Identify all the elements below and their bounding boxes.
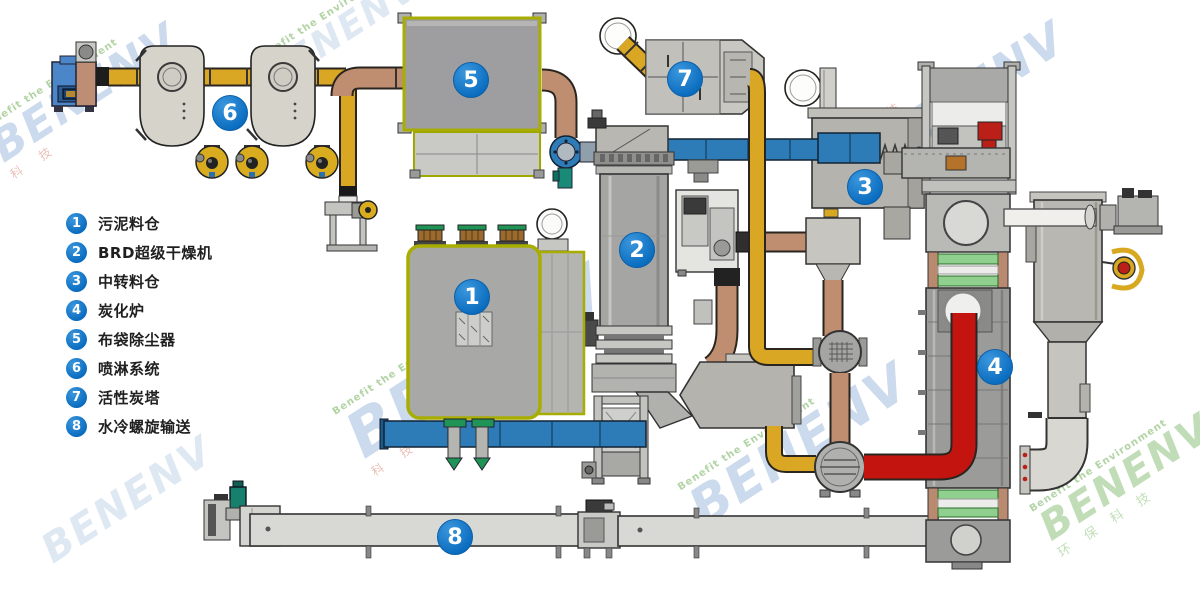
- diagram-badge-screw-conveyor: 8: [437, 519, 473, 555]
- badge-number: 2: [629, 237, 645, 263]
- hot-gas-duct: [864, 313, 976, 479]
- legend-label: 喷淋系统: [98, 360, 161, 378]
- dosing-pump: [195, 145, 229, 179]
- legend-label: 炭化炉: [98, 302, 145, 320]
- legend-item-spray-system: 6 喷淋系统: [66, 358, 212, 379]
- legend-item-screw-conveyor: 8 水冷螺旋输送: [66, 416, 212, 437]
- legend-number: 8: [66, 416, 87, 437]
- legend-label: 布袋除尘器: [98, 331, 176, 349]
- badge-number: 4: [987, 354, 1003, 380]
- silo-discharge-conveyor: [383, 420, 647, 448]
- scrubber-stack: [1003, 188, 1163, 495]
- expansion-box: [805, 217, 861, 265]
- sludge-silo: [379, 208, 647, 471]
- burner: [1101, 247, 1145, 291]
- cyclone-box: [679, 361, 795, 429]
- badge-number: 6: [222, 100, 238, 126]
- legend-label: 中转料仓: [98, 273, 161, 291]
- legend-label: 水冷螺旋输送: [98, 418, 192, 436]
- water-cooled-screw-conveyor: [203, 480, 939, 559]
- diagram-badge-bag-filter: 5: [453, 62, 489, 98]
- gas-piping: [679, 68, 868, 498]
- badge-number: 8: [447, 524, 463, 550]
- silo-top-motor: [414, 224, 446, 247]
- diagram-badge-dryer: 2: [619, 232, 655, 268]
- spray-tank: [246, 45, 320, 147]
- diagram-badge-transfer-silo: 3: [847, 169, 883, 205]
- diagram-badge-furnace: 4: [977, 349, 1013, 385]
- badge-number: 5: [463, 67, 479, 93]
- silo-top-motor: [496, 224, 528, 247]
- legend-label: BRD超级干燥机: [98, 244, 213, 262]
- diagram-badge-carbon-tower: 7: [667, 61, 703, 97]
- legend-number: 1: [66, 213, 87, 234]
- badge-number: 7: [677, 66, 693, 92]
- screw-conveyor-duct: [665, 138, 823, 161]
- conveyor-tube: [617, 515, 939, 547]
- legend-number: 5: [66, 329, 87, 350]
- legend-item-sludge-silo: 1 污泥料仓: [66, 213, 212, 234]
- badge-number: 3: [857, 174, 873, 200]
- badge-number: 1: [464, 284, 480, 310]
- legend: 1 污泥料仓 2 BRD超级干燥机 3 中转料仓 4 炭化炉 5 布袋除尘器 6…: [66, 213, 212, 437]
- spray-tank: [135, 45, 205, 147]
- legend-item-carbon-tower: 7 活性炭塔: [66, 387, 212, 408]
- legend-label: 污泥料仓: [98, 215, 161, 233]
- legend-number: 6: [66, 358, 87, 379]
- activated-carbon-tower: [599, 17, 765, 115]
- legend-item-furnace: 4 炭化炉: [66, 300, 212, 321]
- legend-item-bag-filter: 5 布袋除尘器: [66, 329, 212, 350]
- spray-system: [51, 41, 378, 252]
- mixing-valve: [814, 441, 866, 498]
- valve: [557, 167, 573, 189]
- silo-top-motor: [456, 224, 488, 247]
- dosing-pump: [235, 145, 269, 179]
- dosing-pump: [305, 145, 339, 179]
- legend-number: 3: [66, 271, 87, 292]
- conveyor-tube: [249, 513, 591, 547]
- circulation-fan: [675, 189, 739, 277]
- diagram-badge-spray-system: 6: [212, 95, 248, 131]
- diagram-badge-sludge-silo: 1: [454, 279, 490, 315]
- legend-number: 4: [66, 300, 87, 321]
- legend-label: 活性炭塔: [98, 389, 161, 407]
- legend-number: 2: [66, 242, 87, 263]
- legend-number: 7: [66, 387, 87, 408]
- carbonization-furnace: [864, 61, 1021, 570]
- legend-item-dryer: 2 BRD超级干燥机: [66, 242, 212, 263]
- bag-filter: [330, 12, 603, 189]
- heat-exchanger: [812, 330, 868, 374]
- legend-item-transfer-silo: 3 中转料仓: [66, 271, 212, 292]
